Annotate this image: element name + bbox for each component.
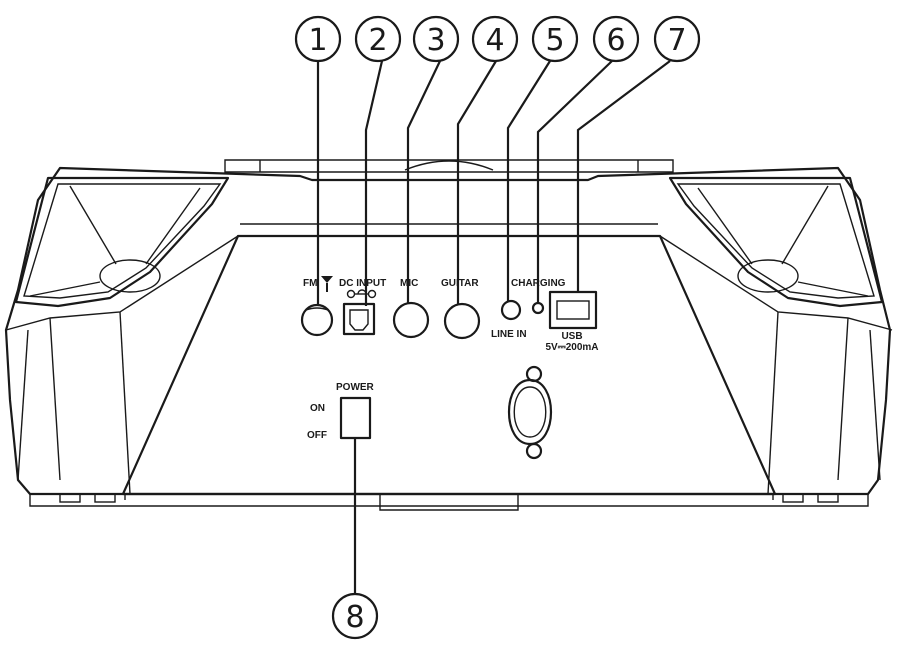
- leader-7: [576, 60, 671, 292]
- svg-text:8: 8: [345, 600, 364, 635]
- power-label: POWER: [336, 382, 375, 393]
- callout-8: 8: [331, 592, 379, 640]
- callout-6: 6: [592, 15, 640, 63]
- usb-label: USB: [561, 331, 582, 342]
- svg-text:4: 4: [485, 23, 504, 58]
- leader-6: [536, 60, 613, 303]
- top-handle: [224, 159, 674, 173]
- foot-left: [59, 493, 81, 503]
- foot-right: [782, 493, 804, 503]
- guitar-jack: [443, 302, 481, 340]
- antenna-icon: [321, 276, 333, 292]
- svg-text:2: 2: [368, 23, 387, 58]
- dc-polarity-icon: [346, 289, 377, 299]
- fm-label: FM: [303, 278, 317, 289]
- usb-port: [548, 290, 598, 330]
- leader-3: [406, 60, 441, 304]
- line-in-label: LINE IN: [491, 329, 527, 340]
- power-switch: [339, 396, 372, 440]
- callout-3: 3: [412, 15, 460, 63]
- line-in-jack: [500, 299, 522, 321]
- svg-text:3: 3: [426, 23, 445, 58]
- base-rail: [29, 494, 869, 507]
- leader-5: [506, 60, 551, 301]
- leader-lines: [316, 60, 671, 594]
- center-foot: [379, 494, 519, 511]
- leader-4: [456, 60, 497, 305]
- panel-labels: FM DC INPUT MIC GUITAR CHARGING LINE IN …: [303, 278, 599, 441]
- svg-text:1: 1: [308, 23, 327, 58]
- callout-5: 5: [531, 15, 579, 63]
- svg-text:6: 6: [606, 23, 625, 58]
- callout-2: 2: [354, 15, 402, 63]
- right-horn: [659, 176, 893, 495]
- callout-4: 4: [471, 15, 519, 63]
- callouts: 1 2 3 4 5 6 7 8: [294, 15, 701, 640]
- callout-1: 1: [294, 15, 342, 63]
- leader-2: [364, 60, 384, 306]
- back-panel: [121, 234, 777, 496]
- off-label: OFF: [307, 430, 327, 441]
- charging-led: [531, 301, 545, 315]
- on-label: ON: [310, 403, 325, 414]
- top-dome: [404, 160, 494, 171]
- connectors: [300, 276, 598, 460]
- guitar-label: GUITAR: [441, 278, 479, 289]
- left-horn: [5, 176, 239, 495]
- dc-input-label: DC INPUT: [339, 278, 386, 289]
- callout-7: 7: [653, 15, 701, 63]
- svg-text:7: 7: [667, 23, 686, 58]
- mic-label: MIC: [400, 278, 418, 289]
- mounting-plate: [508, 365, 552, 460]
- speaker-body: [4, 159, 893, 511]
- usb-rating-label: 5V⎓200mA: [545, 342, 598, 353]
- svg-text:5: 5: [545, 23, 564, 58]
- mic-jack: [392, 301, 430, 339]
- dc-input-port: [342, 302, 376, 336]
